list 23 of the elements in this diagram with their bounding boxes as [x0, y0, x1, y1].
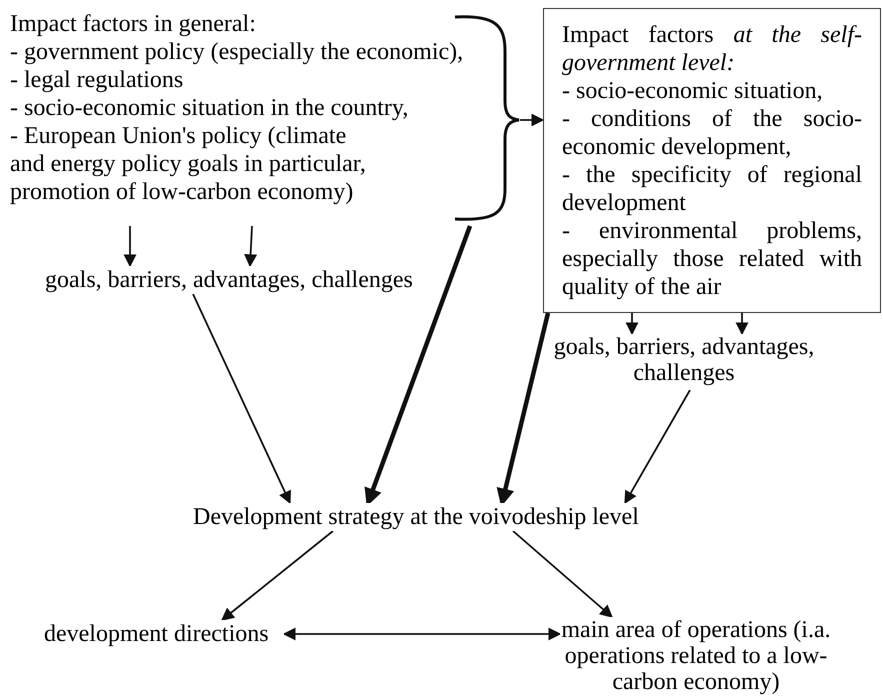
list-item: - legal regulations — [10, 66, 184, 94]
arrow — [624, 390, 691, 504]
arrow — [244, 226, 258, 268]
list-item: - the specificity of regional development — [562, 161, 862, 217]
list-item: - socio-economic situation in the country, — [10, 94, 408, 122]
arrow — [512, 530, 613, 618]
arrow — [124, 226, 136, 268]
list-item: - environmental problems, especially those related with quality of the air — [562, 217, 862, 301]
arrow — [626, 313, 638, 336]
heading-text: Impact factors in general: — [10, 10, 256, 38]
arrow — [520, 114, 544, 126]
arrow — [192, 294, 291, 504]
list-item: - socio-economic situation, — [562, 77, 824, 105]
list-item: - conditions of the socio-economic development, — [562, 105, 862, 161]
node-text: main area of operations (i.a. operations related to a low-carbon economy) — [560, 617, 832, 695]
arrow — [736, 313, 748, 336]
arrow — [282, 628, 562, 640]
arrow — [220, 530, 334, 621]
node-text: development directions — [44, 620, 284, 648]
heading-text: Impact factors at the self-government level: — [562, 21, 862, 77]
list-item: - government policy (especially the economic), — [10, 38, 464, 66]
info-box — [543, 8, 881, 313]
list-item: - European Union's policy (climate and energy policy goals in particular, promotion of low-carbon economy) — [10, 122, 367, 206]
